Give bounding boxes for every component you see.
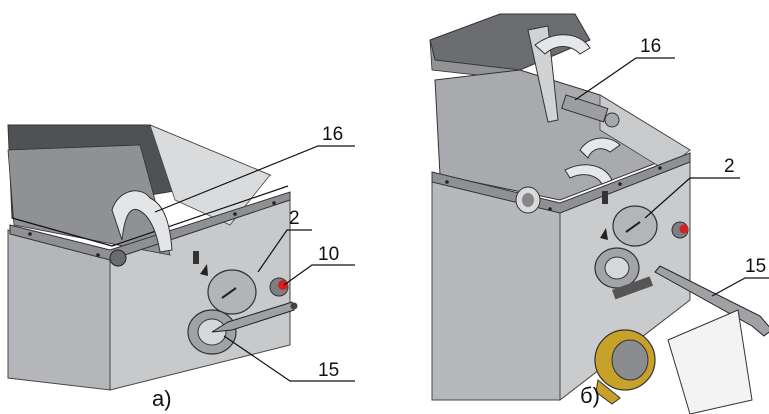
panel-b-top-rim (431, 152, 691, 214)
panel-a (7, 124, 298, 391)
panel-b (429, 13, 769, 414)
panel-b-front-face (431, 177, 561, 401)
panel-a-top-rim (9, 191, 291, 261)
panel-a-callout-10: 10 (318, 244, 339, 265)
panel-b-callout-16: 16 (640, 36, 661, 57)
panel-a-agitator (111, 190, 173, 253)
panel-a-hopper-inner-right (149, 124, 271, 226)
panel-a-callout-15: 15 (318, 360, 339, 381)
panel-a-callout-2: 2 (289, 208, 300, 229)
panel-a-warning-icon (200, 264, 208, 276)
panel-a-caption: а) (152, 386, 172, 411)
panel-b-sheet (667, 309, 753, 414)
panel-a-callout-16: 16 (322, 124, 343, 145)
panel-b-callout-15: 15 (745, 256, 766, 277)
panel-a-hopper-inner-left (7, 144, 171, 256)
panel-b-callout-2: 2 (724, 156, 735, 177)
panel-b-warning-icon (600, 228, 608, 240)
panel-b-crank-handle (654, 265, 769, 337)
panel-b-caption: б) (580, 383, 600, 408)
